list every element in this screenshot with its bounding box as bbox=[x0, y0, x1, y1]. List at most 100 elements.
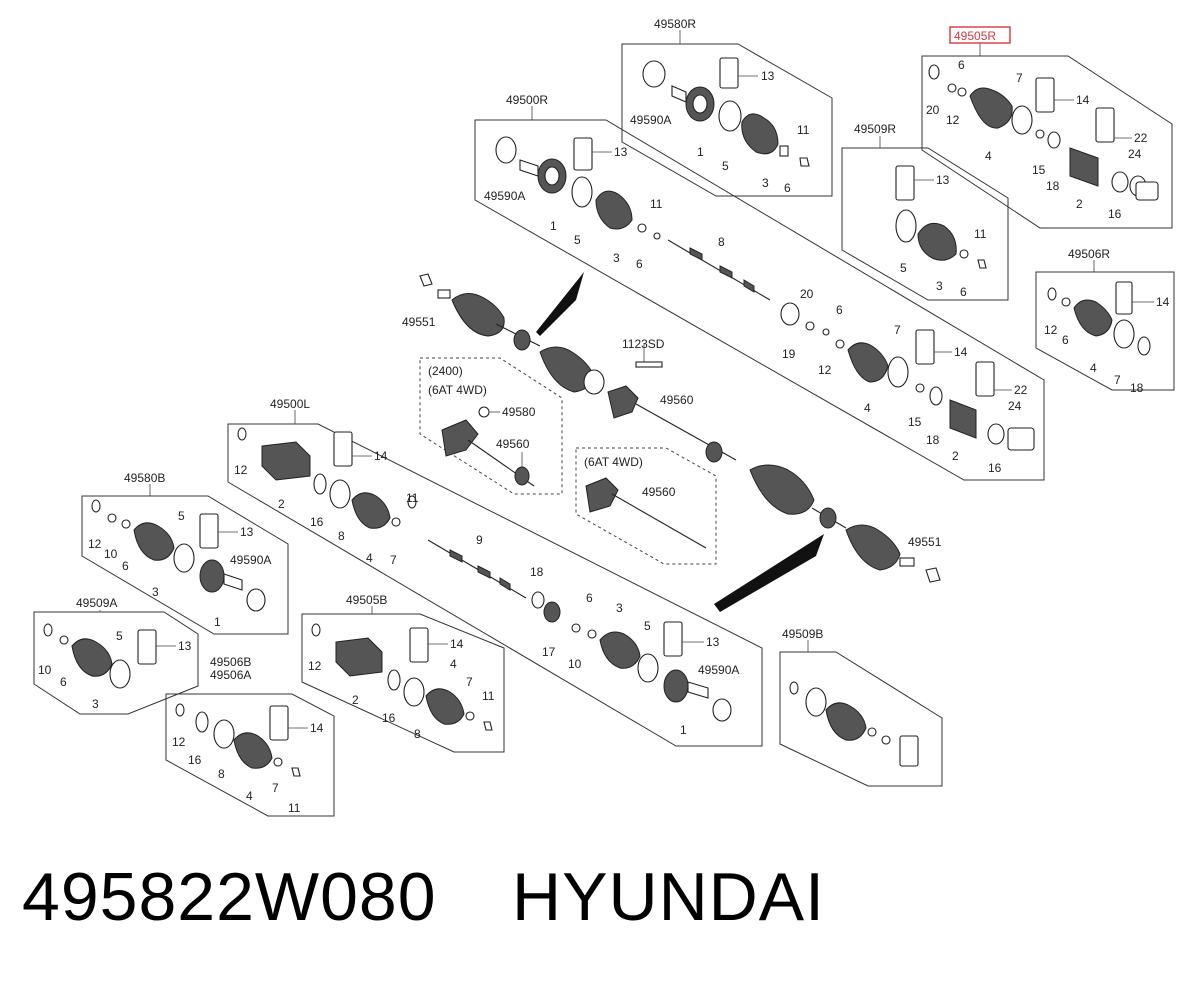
callout[interactable]: 12 bbox=[172, 735, 186, 749]
callout[interactable]: 16 bbox=[188, 753, 202, 767]
callout[interactable]: 1 bbox=[680, 723, 687, 737]
group-label-49506A[interactable]: 49506A bbox=[210, 668, 251, 682]
callout[interactable]: 1 bbox=[697, 145, 704, 159]
callout[interactable]: 6 bbox=[636, 257, 643, 271]
callout[interactable]: 11 bbox=[797, 123, 810, 137]
callout[interactable]: 4 bbox=[246, 789, 253, 803]
callout[interactable]: 3 bbox=[152, 585, 159, 599]
callout[interactable]: 13 bbox=[178, 639, 192, 653]
callout[interactable]: 2 bbox=[352, 693, 359, 707]
callout[interactable]: 14 bbox=[450, 637, 464, 651]
group-label-49509B[interactable]: 49509B bbox=[782, 627, 823, 641]
group-label-49509A[interactable]: 49509A bbox=[76, 596, 117, 610]
callout[interactable]: 17 bbox=[542, 645, 556, 659]
callout[interactable]: 8 bbox=[338, 529, 345, 543]
callout[interactable]: 1 bbox=[550, 219, 557, 233]
callout[interactable]: 49560 bbox=[496, 437, 530, 451]
callout[interactable]: 14 bbox=[954, 345, 968, 359]
callout[interactable]: 4 bbox=[985, 149, 992, 163]
group-label-49500R[interactable]: 49500R bbox=[506, 93, 548, 107]
callout[interactable]: 6 bbox=[960, 285, 967, 299]
callout[interactable]: 5 bbox=[900, 261, 907, 275]
callout[interactable]: 49551 bbox=[402, 315, 436, 329]
callout[interactable]: 18 bbox=[926, 433, 940, 447]
callout[interactable]: 16 bbox=[988, 461, 1002, 475]
group-label-49580R[interactable]: 49580R bbox=[654, 17, 696, 31]
callout[interactable]: 18 bbox=[1046, 179, 1060, 193]
callout[interactable]: 20 bbox=[800, 287, 814, 301]
callout[interactable]: 5 bbox=[116, 629, 123, 643]
callout[interactable]: 6 bbox=[1062, 333, 1069, 347]
callout[interactable]: 4 bbox=[1090, 361, 1097, 375]
callout[interactable]: 3 bbox=[613, 251, 620, 265]
callout[interactable]: 4 bbox=[450, 657, 457, 671]
group-label-49500L[interactable]: 49500L bbox=[270, 397, 310, 411]
callout[interactable]: 7 bbox=[466, 675, 473, 689]
callout[interactable]: 15 bbox=[908, 415, 922, 429]
callout[interactable]: 5 bbox=[178, 509, 185, 523]
callout[interactable]: 14 bbox=[310, 721, 324, 735]
callout[interactable]: 14 bbox=[1156, 295, 1170, 309]
callout[interactable]: 4 bbox=[864, 401, 871, 415]
callout[interactable]: 7 bbox=[894, 323, 901, 337]
callout[interactable]: 1 bbox=[214, 615, 221, 629]
callout[interactable]: 12 bbox=[1044, 323, 1058, 337]
callout[interactable]: 49590A bbox=[484, 189, 525, 203]
callout[interactable]: 49590A bbox=[630, 113, 671, 127]
callout[interactable]: 49551 bbox=[908, 535, 942, 549]
callout[interactable]: 18 bbox=[1130, 381, 1144, 395]
callout[interactable]: 22 bbox=[1014, 383, 1028, 397]
callout[interactable]: 10 bbox=[104, 547, 118, 561]
callout[interactable]: 13 bbox=[706, 635, 720, 649]
callout[interactable]: 3 bbox=[936, 279, 943, 293]
callout[interactable]: 6 bbox=[784, 181, 791, 195]
callout[interactable]: 6 bbox=[958, 58, 965, 72]
callout[interactable]: 6 bbox=[586, 591, 593, 605]
callout[interactable]: 12 bbox=[88, 537, 102, 551]
callout[interactable]: 3 bbox=[616, 601, 623, 615]
callout[interactable]: 2 bbox=[1076, 197, 1083, 211]
callout[interactable]: 13 bbox=[936, 173, 950, 187]
callout[interactable]: 49590A bbox=[698, 663, 739, 677]
callout[interactable]: 10 bbox=[38, 663, 52, 677]
callout[interactable]: 2 bbox=[952, 449, 959, 463]
callout[interactable]: 8 bbox=[718, 235, 725, 249]
callout[interactable]: 4 bbox=[366, 551, 373, 565]
callout[interactable]: 49560 bbox=[642, 485, 676, 499]
callout[interactable]: 24 bbox=[1128, 147, 1142, 161]
callout[interactable]: 22 bbox=[1134, 131, 1148, 145]
callout[interactable]: 7 bbox=[1016, 71, 1023, 85]
group-label-49580B[interactable]: 49580B bbox=[124, 471, 165, 485]
callout[interactable]: 7 bbox=[390, 553, 397, 567]
group-label-49505R[interactable]: 49505R bbox=[954, 29, 996, 43]
callout[interactable]: 8 bbox=[218, 767, 225, 781]
callout[interactable]: 6 bbox=[836, 303, 843, 317]
callout[interactable]: 3 bbox=[762, 176, 769, 190]
callout[interactable]: 13 bbox=[761, 69, 775, 83]
callout[interactable]: 11 bbox=[288, 801, 301, 815]
callout[interactable]: 6 bbox=[122, 559, 129, 573]
callout[interactable]: 1123SD bbox=[622, 337, 665, 351]
group-label-49506R[interactable]: 49506R bbox=[1068, 247, 1110, 261]
callout[interactable]: 12 bbox=[946, 113, 960, 127]
callout[interactable]: 2 bbox=[278, 497, 285, 511]
callout[interactable]: 14 bbox=[1076, 93, 1090, 107]
callout[interactable]: 5 bbox=[574, 233, 581, 247]
callout[interactable]: 11 bbox=[482, 689, 495, 703]
group-label-49509R[interactable]: 49509R bbox=[854, 122, 896, 136]
callout[interactable]: 19 bbox=[782, 347, 796, 361]
callout[interactable]: 6 bbox=[60, 675, 67, 689]
callout[interactable]: 13 bbox=[614, 145, 628, 159]
callout[interactable]: 3 bbox=[92, 697, 99, 711]
callout[interactable]: 16 bbox=[310, 515, 324, 529]
callout[interactable]: 12 bbox=[308, 659, 322, 673]
callout[interactable]: 5 bbox=[644, 619, 651, 633]
callout[interactable]: 49560 bbox=[660, 393, 694, 407]
callout[interactable]: 15 bbox=[1032, 163, 1046, 177]
group-label-49506B[interactable]: 49506B bbox=[210, 655, 251, 669]
callout[interactable]: 7 bbox=[1114, 373, 1121, 387]
callout[interactable]: 16 bbox=[1108, 207, 1122, 221]
callout[interactable]: 18 bbox=[530, 565, 544, 579]
callout[interactable]: 24 bbox=[1008, 399, 1022, 413]
callout[interactable]: 10 bbox=[568, 657, 582, 671]
